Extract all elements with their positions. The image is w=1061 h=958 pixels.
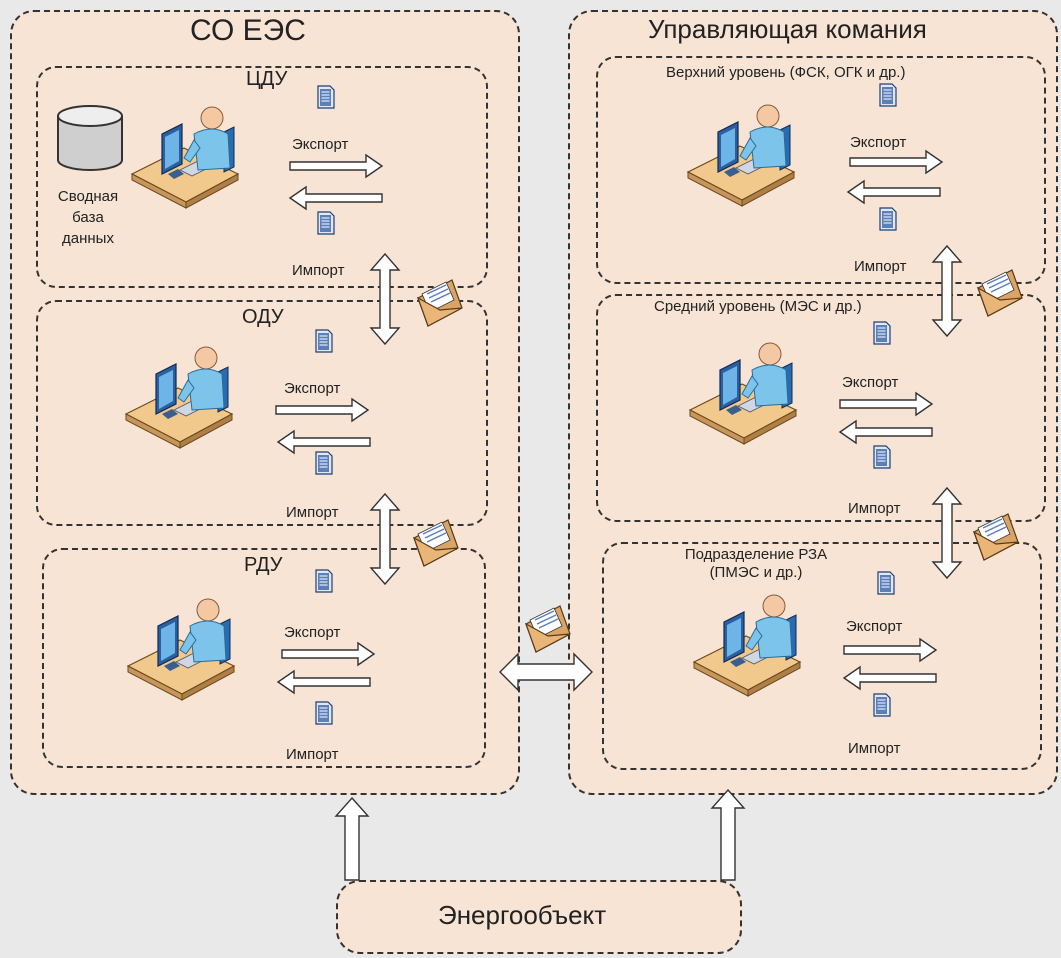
middle-rza-exchange-arrow <box>932 487 962 579</box>
rza-export-arrow <box>843 638 937 662</box>
upper-export-doc-icon <box>879 83 897 107</box>
cdu-import-doc-icon <box>317 211 335 235</box>
upper-import-doc-icon <box>879 207 897 231</box>
odu-label: ОДУ <box>242 306 284 328</box>
cdu-import-arrow <box>289 186 383 210</box>
energy-to-company-arrow <box>710 788 746 881</box>
upper-export-arrow <box>849 150 943 174</box>
middle-import-label: Импорт <box>848 500 901 517</box>
rdu-label: РДУ <box>244 554 283 576</box>
managing-company-panel <box>568 10 1058 795</box>
middle-level-box <box>596 294 1046 522</box>
upper-level-workstation-icon <box>687 104 795 207</box>
cdu-export-label: Экспорт <box>292 136 349 153</box>
rza-division-label: Подразделение РЗА (ПМЭС и др.) <box>684 546 828 581</box>
upper-import-arrow <box>847 180 941 204</box>
upper-export-label: Экспорт <box>850 134 907 151</box>
rdu-import-arrow <box>277 670 371 694</box>
energy-to-so-arrow <box>334 796 370 881</box>
inter-system-envelope-icon <box>525 605 571 653</box>
odu-export-doc-icon <box>315 329 333 353</box>
middle-import-doc-icon <box>873 445 891 469</box>
cdu-label: ЦДУ <box>246 68 288 90</box>
rdu-export-label: Экспорт <box>284 624 341 641</box>
rza-import-arrow <box>843 666 937 690</box>
rdu-import-doc-icon <box>315 701 333 725</box>
database-icon <box>57 105 123 171</box>
odu-workstation-icon <box>125 346 233 449</box>
rza-export-doc-icon <box>877 571 895 595</box>
odu-export-arrow <box>275 398 369 422</box>
middle-import-arrow <box>839 420 933 444</box>
middle-level-label: Средний уровень (МЭС и др.) <box>654 298 862 315</box>
upper-import-label: Импорт <box>854 258 907 275</box>
upper-middle-exchange-arrow <box>932 245 962 337</box>
middle-export-doc-icon <box>873 321 891 345</box>
upper-level-label: Верхний уровень (ФСК, ОГК и др.) <box>666 64 906 81</box>
upper-level-box <box>596 56 1046 284</box>
rza-workstation-icon <box>693 594 801 697</box>
energy-object-box <box>336 880 742 954</box>
so-ees-title: СО ЕЭС <box>190 14 306 47</box>
rza-import-label: Импорт <box>848 740 901 757</box>
odu-export-label: Экспорт <box>284 380 341 397</box>
cdu-odu-envelope-icon <box>417 279 463 327</box>
rdu-export-doc-icon <box>315 569 333 593</box>
upper-middle-envelope-icon <box>977 269 1023 317</box>
middle-export-label: Экспорт <box>842 374 899 391</box>
middle-rza-envelope-icon <box>973 513 1019 561</box>
rza-division-box <box>602 542 1042 770</box>
rza-export-label: Экспорт <box>846 618 903 635</box>
database-label: Сводная база данных <box>57 188 119 247</box>
rdu-import-label: Импорт <box>286 746 339 763</box>
rdu-workstation-icon <box>127 598 235 701</box>
cdu-export-doc-icon <box>317 85 335 109</box>
odu-box <box>36 300 488 526</box>
energy-object-label: Энергообъект <box>438 900 607 930</box>
odu-import-arrow <box>277 430 371 454</box>
cdu-import-label: Импорт <box>292 262 345 279</box>
managing-company-title: Управляющая комания <box>648 14 927 44</box>
odu-rdu-exchange-arrow <box>370 493 400 585</box>
odu-import-label: Импорт <box>286 504 339 521</box>
cdu-box <box>36 66 488 288</box>
middle-export-arrow <box>839 392 933 416</box>
rdu-box <box>42 548 486 768</box>
rza-import-doc-icon <box>873 693 891 717</box>
odu-rdu-envelope-icon <box>413 519 459 567</box>
cdu-odu-exchange-arrow <box>370 253 400 345</box>
odu-import-doc-icon <box>315 451 333 475</box>
rdu-export-arrow <box>281 642 375 666</box>
cdu-export-arrow <box>289 154 383 178</box>
middle-level-workstation-icon <box>689 342 797 445</box>
inter-system-exchange-arrow <box>499 652 593 692</box>
cdu-workstation-icon <box>131 106 239 209</box>
